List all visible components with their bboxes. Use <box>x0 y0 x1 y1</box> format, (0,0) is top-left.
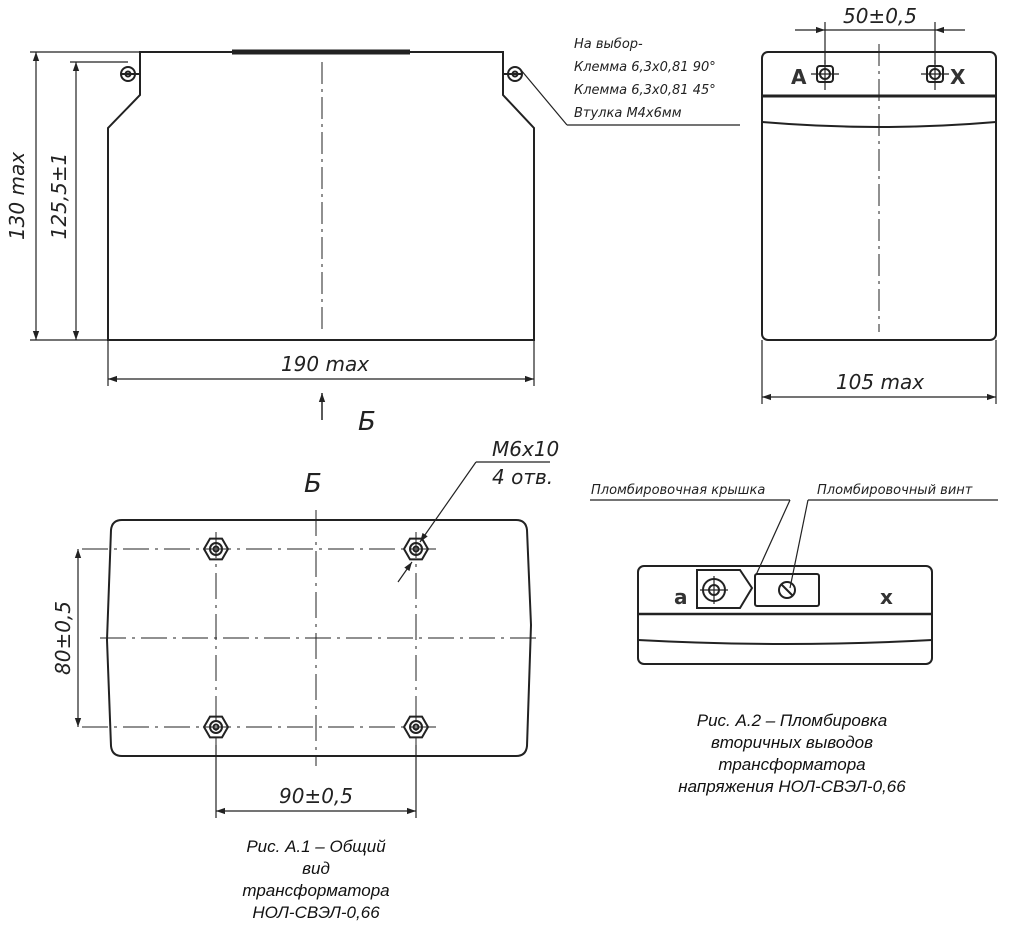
caption-line: трансформатора <box>718 755 866 774</box>
terminal-note-leader <box>520 69 740 126</box>
dim-mount-h: 90±0,5 <box>279 784 353 808</box>
bottom-view-dimensions <box>74 461 550 818</box>
terminal-a-seal-label: а <box>674 585 688 609</box>
side-view <box>761 44 997 341</box>
view-label: Б <box>358 407 376 437</box>
caption-line: Рис. А.1 – Общий <box>246 837 386 856</box>
terminal-option-2: Клемма 6,3х0,81 45° <box>574 83 716 98</box>
seal-cover-leader <box>755 499 791 576</box>
terminal-left-icon <box>120 66 140 82</box>
seal-screw-icon <box>778 581 796 599</box>
mounting-nut-icon <box>202 537 230 561</box>
terminal-option-1: Клемма 6,3х0,81 90° <box>574 60 716 75</box>
bolt-note-size: М6х10 <box>492 437 559 461</box>
mounting-nut-icon <box>402 715 430 739</box>
side-view-dimensions <box>761 22 997 404</box>
dim-depth: 105 max <box>836 370 924 394</box>
dim-mount-v: 80±0,5 <box>51 601 75 675</box>
dim-terminal-spacing: 50±0,5 <box>843 4 917 28</box>
caption-line: Рис. А.2 – Пломбировка <box>696 711 888 730</box>
dim-width-total: 190 max <box>281 352 369 376</box>
front-view <box>107 49 535 341</box>
terminal-right-icon <box>503 66 523 82</box>
dim-height-body: 125,5±1 <box>47 153 71 240</box>
terminal-X-label: Х <box>950 65 966 89</box>
sealing-cover <box>696 569 754 609</box>
terminal-x-seal-label: х <box>880 585 893 609</box>
front-view-dimensions <box>30 51 535 386</box>
terminal-A-label: А <box>791 65 807 89</box>
figure-a1-caption: Рис. А.1 – Общий вид трансформатора НОЛ-… <box>196 836 436 924</box>
caption-line: вид <box>302 859 330 878</box>
terminal-a-icon <box>811 60 839 90</box>
caption-line: напряжения НОЛ-СВЭЛ-0,66 <box>678 777 906 796</box>
seal-screw-housing <box>754 573 820 607</box>
terminal-note-heading: На выбор- <box>574 37 643 52</box>
bolt-note-leader <box>419 461 477 543</box>
seal-screw-label: Пломбировочный винт <box>817 483 973 498</box>
caption-line: НОЛ-СВЭЛ-0,66 <box>252 903 380 922</box>
terminal-a-seal-icon <box>700 576 728 604</box>
terminal-x-icon <box>921 60 949 90</box>
bottom-view-label: Б <box>304 469 322 499</box>
mounting-nut-icon <box>202 715 230 739</box>
front-view-outline <box>107 51 535 341</box>
seal-cover-label: Пломбировочная крышка <box>591 483 765 498</box>
caption-line: вторичных выводов <box>711 733 873 752</box>
figure-a2-caption: Рис. А.2 – Пломбировка вторичных выводов… <box>632 710 952 798</box>
dim-height-total: 130 max <box>5 152 29 240</box>
seal-view <box>637 565 933 665</box>
bottom-view <box>82 510 538 766</box>
bottom-view-outline <box>105 519 533 757</box>
bolt-note-count: 4 отв. <box>492 465 553 489</box>
terminal-option-3: Втулка М4х6мм <box>574 106 682 121</box>
caption-line: трансформатора <box>242 881 390 900</box>
